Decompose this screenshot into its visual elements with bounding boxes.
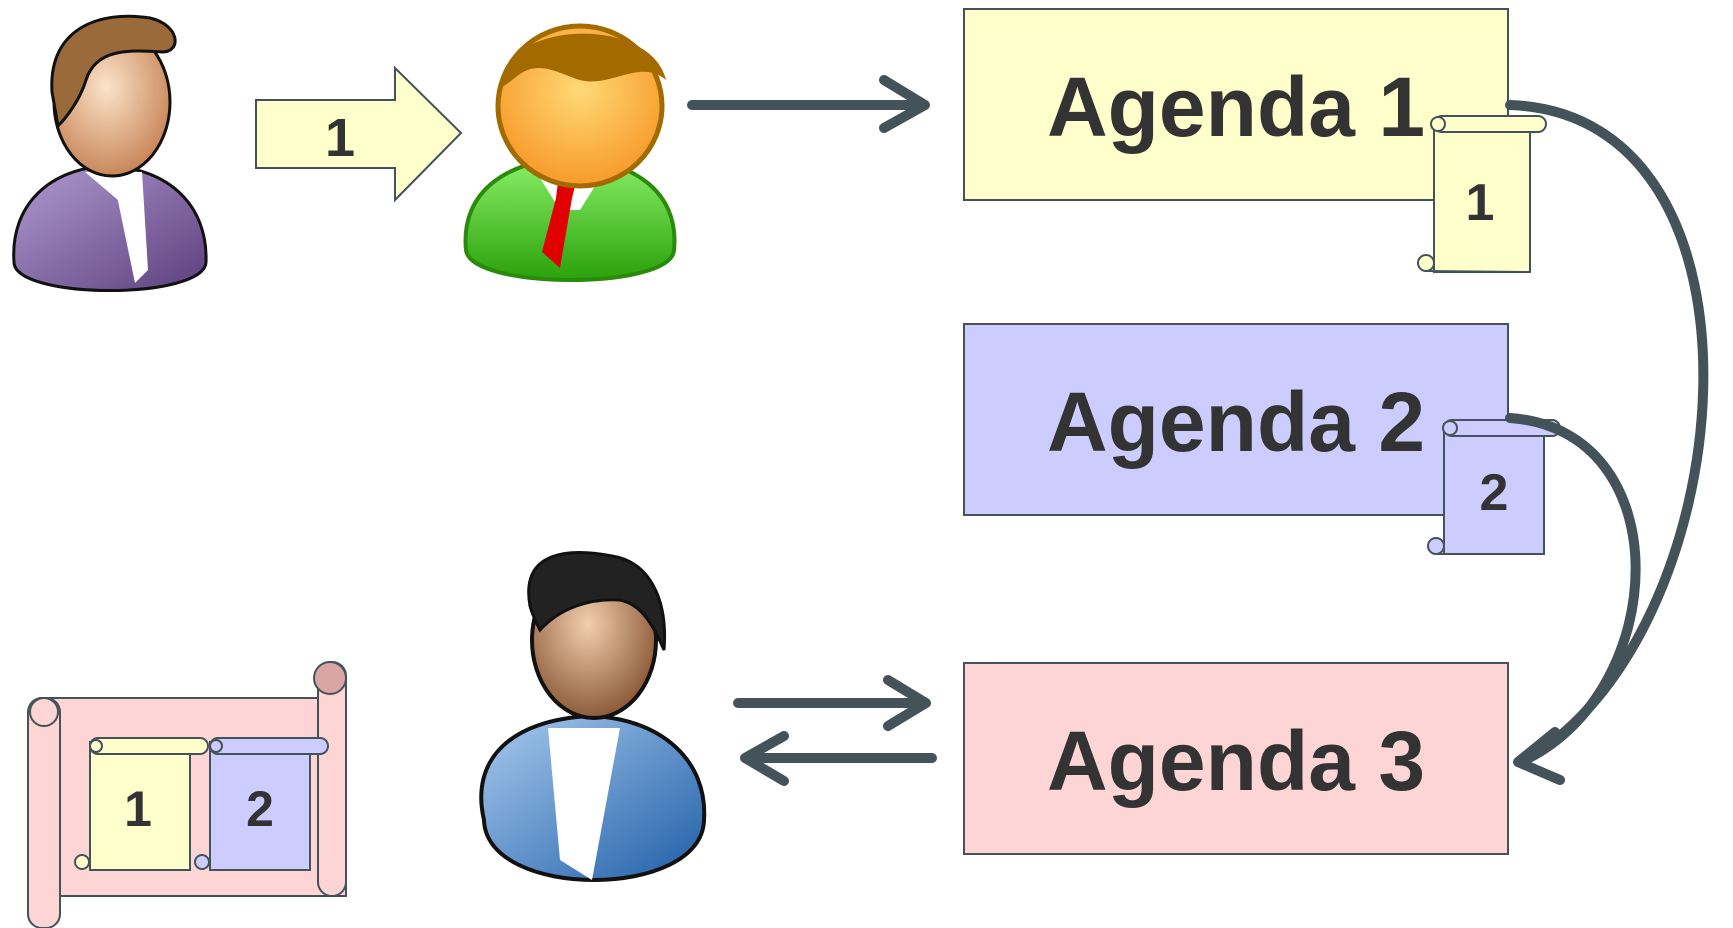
agenda-2-label: Agenda 2 <box>1047 375 1425 469</box>
man-user-icon <box>479 551 707 882</box>
agenda-3-label: Agenda 3 <box>1047 714 1425 808</box>
agenda-2-box: Agenda 2 <box>963 323 1509 516</box>
combined-scroll-item-2: 2 <box>194 737 329 871</box>
scroll-1-label: 1 <box>1466 174 1495 232</box>
agenda-1-box: Agenda 1 <box>963 8 1509 201</box>
exchange-arrows <box>733 675 937 786</box>
combined-scroll-icon: 1 2 <box>27 661 347 928</box>
combined-scroll-item-1: 1 <box>74 737 209 871</box>
woman-user-icon <box>12 14 208 292</box>
scroll-1-icon: 1 <box>1417 115 1547 273</box>
scroll-2-label: 2 <box>1480 464 1509 522</box>
combined-scroll-item-2-label: 2 <box>246 781 274 837</box>
step-arrow-1: 1 <box>255 65 463 203</box>
step-arrow-label: 1 <box>325 108 355 168</box>
curved-arrows-to-agenda-3 <box>1505 100 1709 785</box>
manager-user-icon <box>463 23 677 282</box>
arrow-to-agenda-1 <box>687 75 930 133</box>
combined-scroll-item-1-label: 1 <box>124 781 152 837</box>
scroll-2-icon: 2 <box>1427 419 1561 555</box>
agenda-3-box: Agenda 3 <box>963 662 1509 855</box>
agenda-1-label: Agenda 1 <box>1047 60 1425 154</box>
